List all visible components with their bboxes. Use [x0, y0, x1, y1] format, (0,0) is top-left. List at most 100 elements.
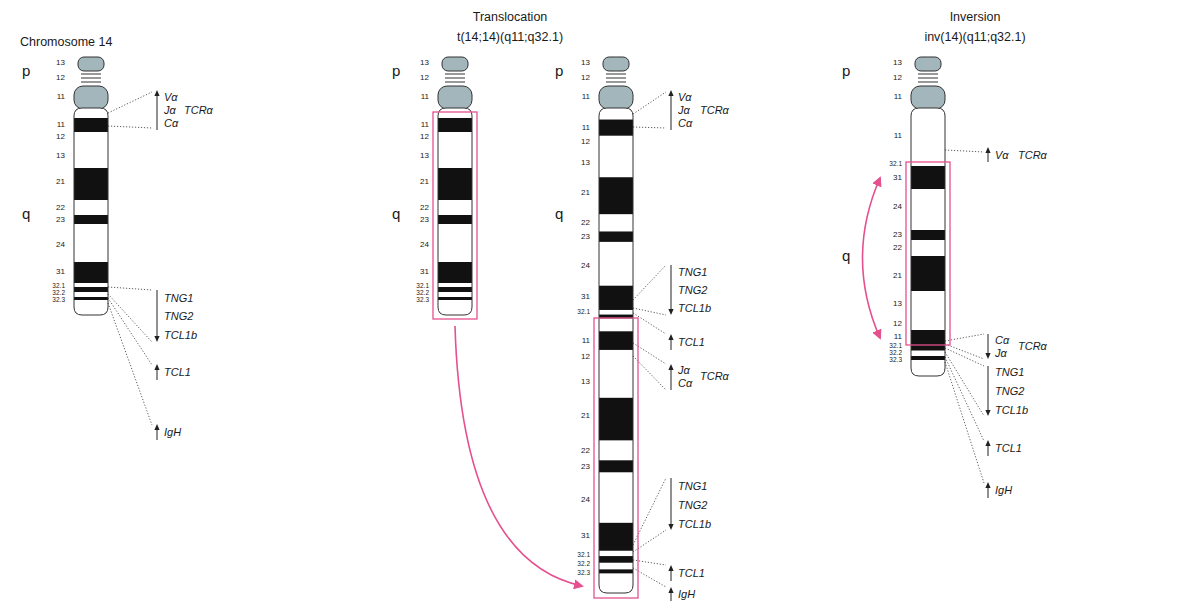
arrow-head: [154, 364, 159, 370]
leader-line: [945, 352, 984, 416]
leader-line: [633, 92, 666, 114]
band-label: 22: [581, 447, 590, 455]
arrow-head: [154, 90, 159, 96]
satellite-band: [442, 57, 468, 71]
dark-band: [438, 168, 472, 200]
panel-heading: t(14;14)(q11;q32.1): [457, 31, 563, 44]
band-label: 22: [893, 244, 902, 252]
arm-label: p: [392, 63, 400, 78]
stalk-line: [445, 74, 465, 75]
band-label: 32.3: [52, 297, 65, 304]
band-label: 12: [420, 74, 429, 82]
short-arm-band: [911, 86, 945, 109]
segment-box: [906, 162, 950, 345]
band-label: 23: [420, 216, 429, 224]
band-label: 32.1: [416, 283, 429, 290]
band-label: 32.1: [577, 552, 590, 559]
dark-band: [438, 118, 472, 132]
segment-box: [594, 318, 638, 598]
leader-line: [633, 265, 666, 300]
band-label: 32.1: [577, 309, 590, 316]
gene-label: IgH: [995, 485, 1012, 496]
stalk-line: [445, 82, 465, 83]
dark-band: [438, 287, 472, 292]
arrow-head: [985, 147, 990, 153]
gene-label: TCL1b: [995, 405, 1028, 416]
gene-label: TCRα: [1018, 150, 1047, 161]
panel-heading: Translocation: [473, 11, 548, 24]
arrow-head: [985, 440, 990, 446]
orientation-arrow: [671, 95, 672, 130]
gene-label: Cα: [164, 118, 178, 129]
orientation-arrow: [988, 152, 989, 162]
stalk-line: [918, 74, 938, 75]
gene-label: TCRα: [700, 105, 729, 116]
chromosome-arm: [599, 108, 633, 318]
orientation-arrow: [671, 369, 672, 390]
leader-line: [945, 348, 984, 366]
gene-label: TCRα: [700, 371, 729, 382]
band-label: 11: [894, 333, 902, 341]
arrow-head: [668, 587, 673, 593]
gene-label: TNG1: [678, 481, 707, 492]
stalk-line: [918, 78, 938, 79]
dark-band: [599, 120, 633, 136]
band-label: 13: [56, 152, 65, 160]
dark-band: [599, 398, 633, 441]
band-label: 23: [581, 463, 590, 471]
band-label: 22: [581, 219, 590, 227]
arm-label: q: [22, 206, 30, 221]
band-label: 11: [421, 121, 429, 129]
orientation-arrow: [157, 95, 158, 130]
band-label: 13: [420, 152, 429, 160]
band-label: 32.1: [889, 343, 902, 350]
gene-label: Jα: [678, 365, 690, 376]
gene-label: Cα: [995, 335, 1009, 346]
gene-label: TCL1: [995, 443, 1022, 454]
band-label: 12: [893, 74, 902, 82]
band-label: 32.3: [889, 357, 902, 364]
gene-label: TCRα: [184, 105, 213, 116]
band-label: 12: [581, 74, 590, 82]
band-label: 32.2: [577, 561, 590, 568]
orientation-arrow: [671, 478, 672, 525]
arrow-head: [668, 565, 673, 571]
gene-label: Jα: [995, 348, 1007, 359]
band-label: 24: [420, 241, 429, 249]
dark-band: [74, 297, 108, 300]
leader-line: [945, 334, 984, 341]
arm-label: p: [22, 63, 30, 78]
dark-band: [911, 356, 945, 360]
dark-band: [911, 256, 945, 291]
band-label: 12: [56, 133, 65, 141]
dark-band: [911, 330, 945, 351]
gene-label: TCL1b: [678, 519, 711, 530]
segment-box: [433, 112, 477, 319]
leader-line: [108, 287, 152, 290]
gene-label: Jα: [678, 105, 690, 116]
orientation-arrow: [157, 369, 158, 380]
gene-label: Jα: [164, 105, 176, 116]
band-label: 24: [56, 241, 65, 249]
band-label: 12: [581, 353, 590, 361]
gene-label: TCL1: [164, 367, 191, 378]
dark-band: [599, 286, 633, 310]
gene-label: TCRα: [1018, 341, 1047, 352]
band-label: 31: [420, 268, 429, 276]
dark-band: [911, 230, 945, 240]
leader-line: [945, 362, 984, 483]
short-arm-band: [599, 86, 633, 109]
dark-band: [599, 231, 633, 241]
gene-label: TNG1: [678, 267, 707, 278]
leader-line: [633, 127, 666, 128]
leader-line: [633, 308, 666, 315]
arrow-head: [154, 336, 159, 342]
dark-band: [438, 262, 472, 283]
orientation-arrow: [671, 592, 672, 601]
orientation-arrow: [157, 290, 158, 337]
band-label: 13: [581, 378, 590, 386]
arrow-head: [668, 90, 673, 96]
band-label: 32.2: [52, 290, 65, 297]
panel-heading: Chromosome 14: [20, 36, 112, 49]
arrow-head: [668, 334, 673, 340]
